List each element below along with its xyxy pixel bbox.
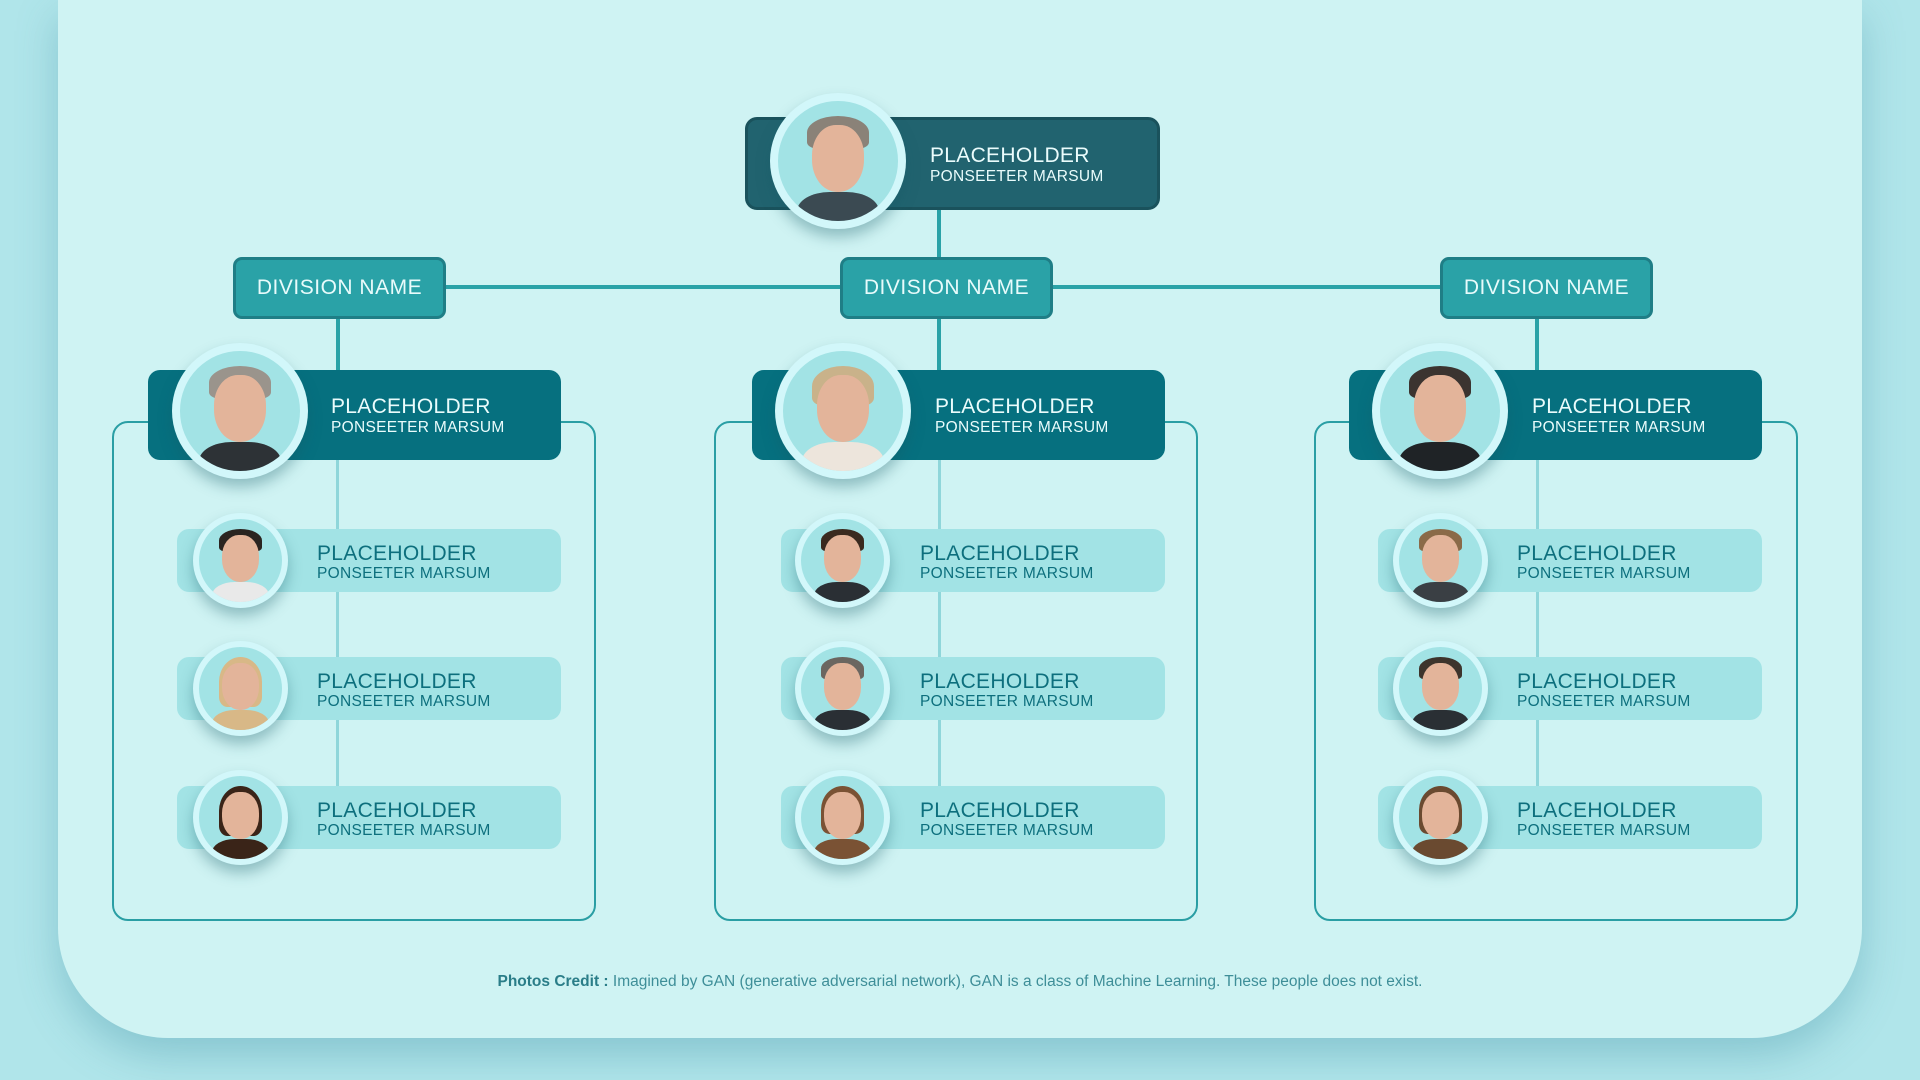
member-subtitle-middle-1: PONSEETER MARSUM (920, 565, 1094, 582)
division-box-left[interactable]: DIVISION NAME (233, 257, 446, 319)
division-box-right[interactable]: DIVISION NAME (1440, 257, 1653, 319)
top-title: PLACEHOLDER (930, 144, 1090, 167)
member-avatar-middle-2 (795, 641, 890, 736)
member-subtitle-middle-2: PONSEETER MARSUM (920, 693, 1094, 710)
head-subtitle-left: PONSEETER MARSUM (331, 419, 505, 436)
member-subtitle-right-1: PONSEETER MARSUM (1517, 565, 1691, 582)
head-avatar-right (1372, 343, 1508, 479)
connector-middle-vertical (937, 319, 941, 371)
head-avatar-middle (775, 343, 911, 479)
member-avatar-left-1 (193, 513, 288, 608)
member-subtitle-right-3: PONSEETER MARSUM (1517, 822, 1691, 839)
member-avatar-middle-1 (795, 513, 890, 608)
connector-top-vertical (937, 210, 941, 258)
head-title-right: PLACEHOLDER (1532, 395, 1692, 418)
head-title-middle: PLACEHOLDER (935, 395, 1095, 418)
head-subtitle-right: PONSEETER MARSUM (1532, 419, 1706, 436)
photos-credit-label: Photos Credit : (497, 973, 609, 990)
member-title-left-3: PLACEHOLDER (317, 799, 477, 822)
member-title-middle-3: PLACEHOLDER (920, 799, 1080, 822)
member-subtitle-left-2: PONSEETER MARSUM (317, 693, 491, 710)
member-avatar-right-2 (1393, 641, 1488, 736)
member-spine-left (336, 460, 339, 786)
member-title-left-1: PLACEHOLDER (317, 542, 477, 565)
member-subtitle-left-1: PONSEETER MARSUM (317, 565, 491, 582)
connector-left-vertical (336, 319, 340, 371)
member-subtitle-middle-3: PONSEETER MARSUM (920, 822, 1094, 839)
member-subtitle-right-2: PONSEETER MARSUM (1517, 693, 1691, 710)
member-title-right-2: PLACEHOLDER (1517, 670, 1677, 693)
member-spine-right (1536, 460, 1539, 786)
member-title-middle-2: PLACEHOLDER (920, 670, 1080, 693)
member-avatar-right-3 (1393, 770, 1488, 865)
top-subtitle: PONSEETER MARSUM (930, 168, 1104, 185)
division-box-middle[interactable]: DIVISION NAME (840, 257, 1053, 319)
member-subtitle-left-3: PONSEETER MARSUM (317, 822, 491, 839)
photos-credit-text: Imagined by GAN (generative adversarial … (608, 973, 1423, 990)
member-spine-middle (938, 460, 941, 786)
head-title-left: PLACEHOLDER (331, 395, 491, 418)
member-title-right-3: PLACEHOLDER (1517, 799, 1677, 822)
connector-right-vertical (1535, 319, 1539, 371)
member-avatar-left-2 (193, 641, 288, 736)
member-title-left-2: PLACEHOLDER (317, 670, 477, 693)
top-avatar (770, 93, 906, 229)
member-avatar-middle-3 (795, 770, 890, 865)
member-title-right-1: PLACEHOLDER (1517, 542, 1677, 565)
photos-credit: Photos Credit : Imagined by GAN (generat… (0, 973, 1920, 991)
member-avatar-right-1 (1393, 513, 1488, 608)
member-title-middle-1: PLACEHOLDER (920, 542, 1080, 565)
head-subtitle-middle: PONSEETER MARSUM (935, 419, 1109, 436)
member-avatar-left-3 (193, 770, 288, 865)
head-avatar-left (172, 343, 308, 479)
